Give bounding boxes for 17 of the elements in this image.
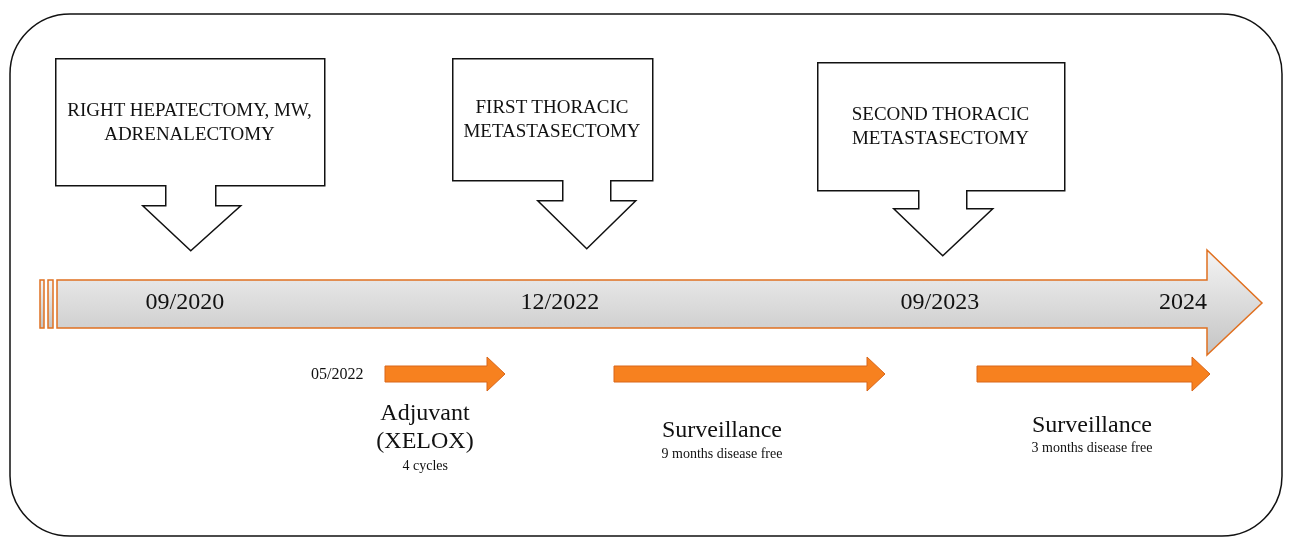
- date-label: 09/2023: [900, 288, 980, 315]
- date-label: 12/2022: [520, 288, 600, 315]
- callout-text: SECOND THORACIC METASTASECTOMY: [850, 102, 1031, 150]
- date-label: 05/2022: [311, 365, 364, 383]
- phase-title: Surveillance: [1032, 411, 1152, 438]
- phase-note: 9 months disease free: [661, 446, 783, 462]
- callout-text: RIGHT HEPATECTOMY, MW, ADRENALECTOMY: [66, 97, 313, 146]
- callout-text: FIRST THORACIC METASTASECTOMY: [462, 95, 642, 143]
- phase-title: Adjuvant (XELOX): [375, 398, 475, 454]
- date-label: 09/2020: [145, 288, 225, 315]
- callout-box: [55, 58, 324, 252]
- date-label: 2024: [1159, 288, 1207, 315]
- phase-note: 3 months disease free: [1031, 440, 1153, 456]
- phase-note: 4 cycles: [402, 458, 448, 474]
- callout-box: [817, 62, 1064, 257]
- callout-box: [452, 58, 652, 250]
- phase-title: Surveillance: [662, 416, 782, 443]
